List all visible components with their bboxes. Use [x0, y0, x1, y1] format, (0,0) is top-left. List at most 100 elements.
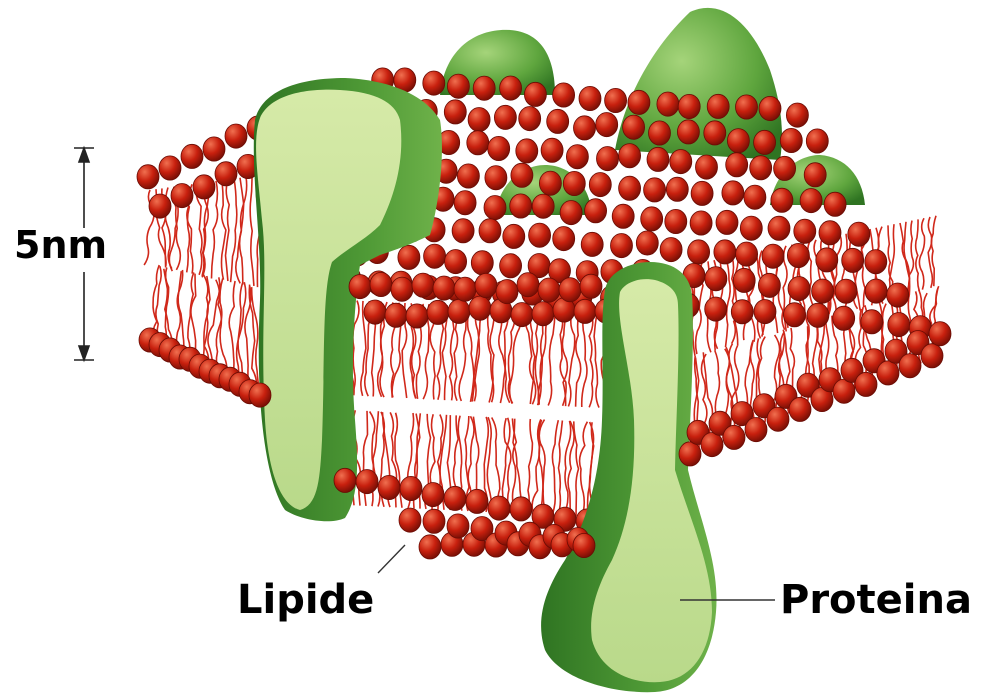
- lipid-head: [921, 344, 943, 368]
- lipid-head: [666, 177, 688, 201]
- lipid-head: [750, 156, 772, 180]
- lipid-head: [647, 147, 669, 171]
- lipid-head: [727, 129, 749, 153]
- lipid-head: [623, 115, 645, 139]
- lipid-head: [788, 277, 810, 301]
- lipid-head: [532, 194, 554, 218]
- lipid-head: [833, 306, 855, 330]
- lipid-head: [364, 300, 386, 324]
- lipid-head: [819, 221, 841, 245]
- lipid-head: [457, 164, 479, 188]
- lipid-head: [469, 296, 491, 320]
- lipid-head: [447, 74, 469, 98]
- lipid-head: [714, 240, 736, 264]
- lipid-head: [780, 128, 802, 152]
- lipid-head: [589, 173, 611, 197]
- lipid-head: [705, 267, 727, 291]
- lipid-head: [861, 310, 883, 334]
- lipid-head: [334, 468, 356, 492]
- lipid-head: [696, 155, 718, 179]
- lipid-head: [532, 302, 554, 326]
- lipid-head: [887, 283, 909, 307]
- lipid-head: [193, 175, 215, 199]
- lipid-head: [500, 76, 522, 100]
- lipid-head: [553, 83, 575, 107]
- lipid-head: [736, 242, 758, 266]
- lipid-head: [762, 244, 784, 268]
- lipid-head: [877, 361, 899, 385]
- lipid-head: [356, 470, 378, 494]
- lipid-head: [519, 107, 541, 131]
- lipid-head: [553, 227, 575, 251]
- lipid-head: [835, 279, 857, 303]
- lipid-head: [225, 124, 247, 148]
- lipid-head: [754, 130, 776, 154]
- lipid-head: [433, 276, 455, 300]
- lipid-head: [605, 88, 627, 112]
- lipid-head: [784, 303, 806, 327]
- lipid-head: [423, 71, 445, 95]
- lipid-head: [581, 232, 603, 256]
- lipid-head: [467, 131, 489, 155]
- lipid-head: [690, 211, 712, 235]
- lipid-head: [660, 238, 682, 262]
- lipid-head: [447, 514, 469, 538]
- lipid-head: [427, 300, 449, 324]
- lipid-head: [560, 201, 582, 225]
- lipid-head: [475, 273, 497, 297]
- lipid-head: [385, 303, 407, 327]
- lipid-head: [774, 156, 796, 180]
- lipid-head: [758, 273, 780, 297]
- lipid-head: [511, 163, 533, 187]
- lipid-head: [701, 433, 723, 457]
- lipid-head: [349, 275, 371, 299]
- lipid-head: [563, 171, 585, 195]
- lipid-head: [716, 210, 738, 234]
- lipid-head: [644, 178, 666, 202]
- lipid-head: [806, 129, 828, 153]
- lipid-head: [422, 483, 444, 507]
- lipid-head: [812, 279, 834, 303]
- lipid-head: [855, 372, 877, 396]
- lipid-head: [929, 322, 951, 346]
- lipid-head: [468, 108, 490, 132]
- lipid-head: [524, 82, 546, 106]
- protein-label: Proteina: [780, 580, 972, 620]
- lipid-head: [539, 171, 561, 195]
- lipid-head: [619, 144, 641, 168]
- lipid-head: [444, 486, 466, 510]
- lipid-head: [215, 162, 237, 186]
- lipid-head: [398, 245, 420, 269]
- lipid-head: [745, 418, 767, 442]
- lipid-head: [736, 95, 758, 119]
- lipid-head: [454, 277, 476, 301]
- lipid-head: [574, 116, 596, 140]
- lipid-head: [767, 407, 789, 431]
- lipid-head: [541, 138, 563, 162]
- lipid-head: [574, 299, 596, 323]
- lipid-head: [865, 250, 887, 274]
- lipid-head: [768, 216, 790, 240]
- lipid-head: [888, 313, 910, 337]
- lipid-head: [448, 299, 470, 323]
- lipid-head: [794, 219, 816, 243]
- lipid-head: [865, 279, 887, 303]
- lipid-head: [573, 533, 595, 557]
- lipid-head: [496, 280, 518, 304]
- lipid-head: [423, 509, 445, 533]
- lipid-head: [566, 145, 588, 169]
- lipid-head: [444, 100, 466, 124]
- lipid-head: [899, 354, 921, 378]
- lipid-head: [619, 176, 641, 200]
- lipid-head: [580, 274, 602, 298]
- lipid-head: [848, 222, 870, 246]
- lipid-head: [399, 508, 421, 532]
- lipid-head: [419, 535, 441, 559]
- lipid-head: [424, 244, 446, 268]
- lipid-head: [500, 254, 522, 278]
- lipid-head: [137, 165, 159, 189]
- lipid-head: [585, 199, 607, 223]
- lipid-head: [611, 234, 633, 258]
- lipid-head: [789, 397, 811, 421]
- lipid-head: [400, 476, 422, 500]
